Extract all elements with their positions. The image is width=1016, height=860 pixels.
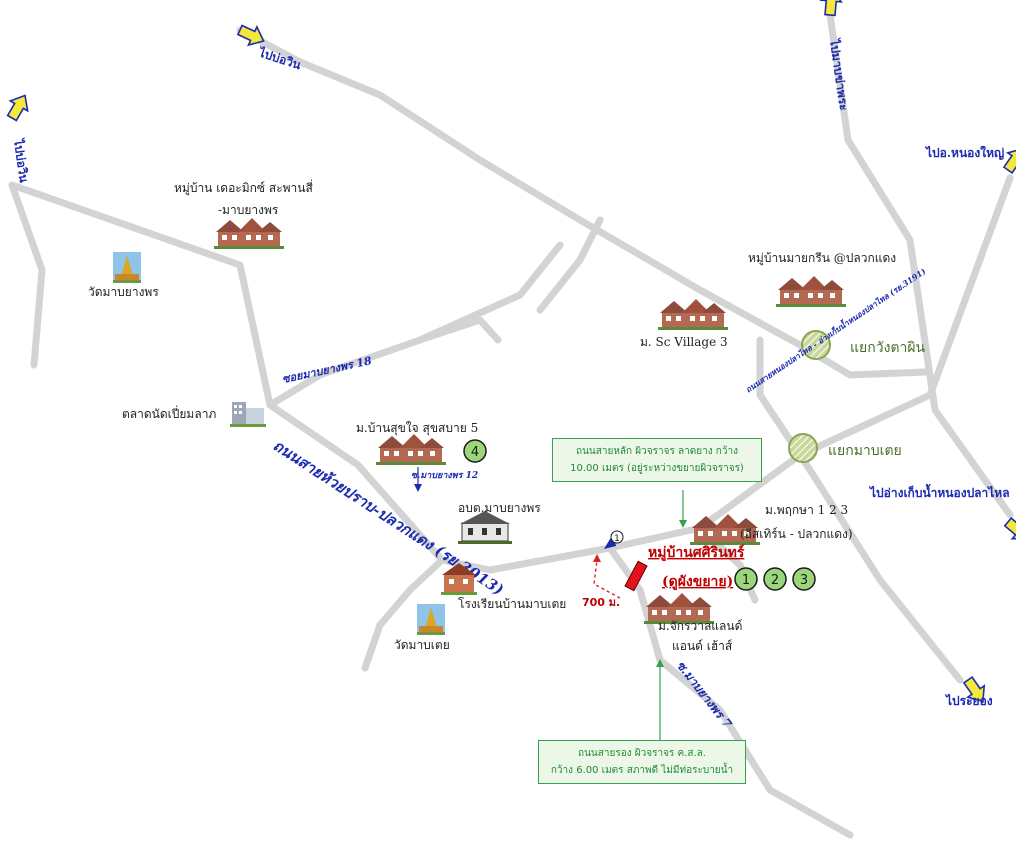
- road-label-soi18: ซอยมาบยางพร 18: [281, 354, 373, 386]
- village-label-the-mix-1: หมู่บ้าน เดอะมิกซ์ สะพานสี่: [174, 179, 313, 196]
- callout-sub-road: ถนนสายรอง ผิวจราจร ค.ส.ล. กว้าง 6.00 เมต…: [538, 740, 746, 784]
- callout-sub-pointer-head: [656, 659, 664, 667]
- junction-mabtoei-marker: [788, 433, 818, 463]
- village-label-pruksa-2: (อีสเทิร์น - ปลวกแดง): [740, 527, 853, 541]
- village-label-jakrawan-2: แอนด์ เฮ้าส์: [672, 639, 733, 653]
- arrow-north-icon: [819, 0, 844, 17]
- badge-3: 3: [792, 567, 816, 591]
- place-label-wat-mabtoei: วัดมาบเตย: [394, 638, 450, 652]
- obt-building-icon: [458, 511, 512, 544]
- arrow-reservoir-icon: [1000, 513, 1016, 548]
- road-label-soi12: ซ.มาบยางพร 12: [411, 471, 478, 481]
- project-marker: [624, 560, 648, 592]
- callout-main-pointer-head: [679, 520, 687, 528]
- arrow-nw-left-icon: [2, 89, 35, 124]
- school-icon: [441, 563, 477, 595]
- junction-mabtoei-label: แยกมาบเตย: [828, 443, 902, 459]
- direction-label-rayong: ไประยอง: [944, 693, 993, 708]
- callout-main-road: ถนนสายหลัก ผิวจราจร ลาดยาง กว้าง 10.00 เ…: [552, 438, 762, 482]
- road-label-soi7: ซ.มาบยางพร 7: [674, 658, 735, 731]
- distance-label: 700 ม.: [582, 596, 620, 609]
- place-label-obt: อบต.มาบยางพร: [458, 501, 541, 515]
- village-label-suksabai: ม.บ้านสุขใจ สุขสบาย 5: [356, 421, 478, 436]
- junction-wangtaphin-label: แยกวังตาผิน: [850, 340, 926, 356]
- place-label-wat-mabyangporn: วัดมาบยางพร: [88, 285, 159, 299]
- svg-text:3: 3: [800, 573, 808, 588]
- callout-main-road-line2: 10.00 เมตร (อยู่ระหว่างขยายผิวจราจร): [570, 463, 744, 474]
- temple-icon-wat-mabtoei: [417, 604, 445, 635]
- badge-4-icon: [463, 439, 487, 463]
- village-label-sc-village: ม. Sc Village 3: [640, 335, 728, 349]
- direction-label-north: ไปมาบข่าพระ: [827, 36, 852, 111]
- soi12-pointer-head: [414, 484, 422, 492]
- badge-1: 1: [734, 567, 758, 591]
- callout-main-road-line1: ถนนสายหลัก ผิวจราจร ลาดยาง กว้าง: [576, 446, 738, 457]
- house-icon-suksabai: [376, 434, 446, 465]
- project-subtitle: (ดูผังขยาย): [662, 574, 733, 590]
- svg-text:1: 1: [742, 573, 750, 588]
- junction-wangtaphin-marker: [801, 330, 831, 360]
- badge-4-label: 4: [471, 445, 479, 460]
- direction-label-reservoir: ไปอ่างเก็บน้ำหนองปลาไหล: [868, 483, 1010, 500]
- village-label-pruksa-1: ม.พฤกษา 1 2 3: [765, 503, 848, 517]
- distance-arrow-head: [593, 554, 601, 562]
- village-label-my-green: หมู่บ้านมายกรีน @ปลวกแดง: [748, 251, 896, 266]
- temple-icon-wat-mabyangporn: [113, 252, 141, 283]
- pin-number-label: 1: [614, 534, 620, 544]
- village-label-the-mix-2: -มาบยางพร: [218, 203, 279, 217]
- market-icon: [230, 402, 266, 427]
- project-name: หมู่บ้านศศิรินทร์: [648, 544, 745, 561]
- callout-sub-road-line1: ถนนสายรอง ผิวจราจร ค.ส.ล.: [578, 748, 706, 759]
- house-icon-sc-village: [658, 299, 728, 330]
- house-icon-the-mix: [214, 218, 284, 249]
- place-label-school: โรงเรียนบ้านมาบเตย: [458, 597, 566, 611]
- badge-2: 2: [763, 567, 787, 591]
- direction-label-nw-left: ไปบ่อวิน: [11, 136, 32, 184]
- direction-label-nongyai: ไปอ.หนองใหญ่: [924, 145, 1004, 160]
- pin-number-circle: [610, 530, 624, 544]
- place-label-market: ตลาดนัดเปี่ยมลาภ: [122, 405, 216, 421]
- callout-sub-road-line2: กว้าง 6.00 เมตร สภาพดี ไม่มีท่อระบายน้ำ: [550, 765, 734, 776]
- distance-path: [593, 559, 621, 599]
- village-label-jakrawan-1: ม.จักรวาลแลนด์: [658, 619, 742, 633]
- road-network: [8, 11, 1014, 839]
- house-icon-my-green: [776, 276, 846, 307]
- svg-text:2: 2: [771, 573, 779, 588]
